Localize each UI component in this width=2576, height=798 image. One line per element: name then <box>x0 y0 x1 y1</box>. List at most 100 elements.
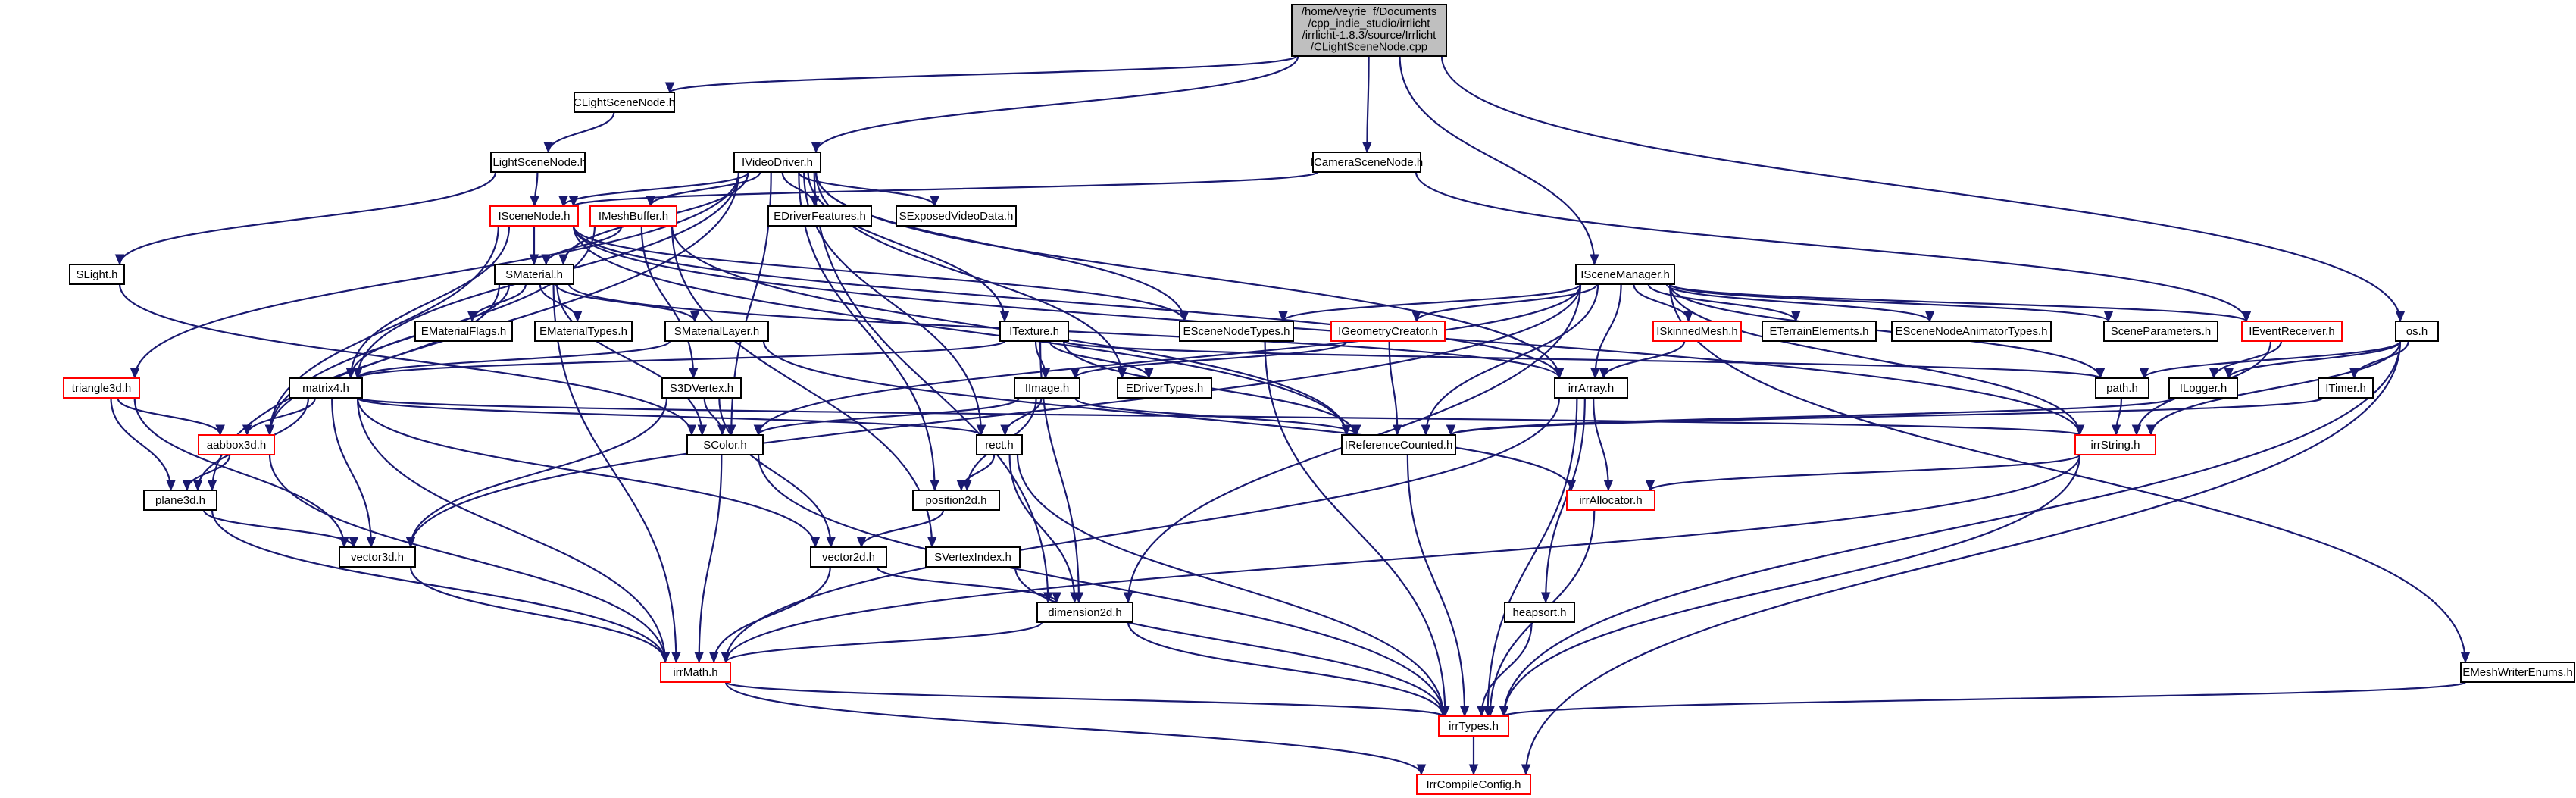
node-sexposedvideodata[interactable]: SExposedVideoData.h <box>896 205 1017 227</box>
edge-iscenenode-to-irrarray <box>572 225 1565 380</box>
node-irrallocator[interactable]: irrAllocator.h <box>1566 490 1655 511</box>
node-label: irrArray.h <box>1568 382 1615 395</box>
edge-line <box>211 509 667 663</box>
node-irrcompileconfig[interactable]: IrrCompileConfig.h <box>1416 774 1531 795</box>
node-s3dvertex[interactable]: S3DVertex.h <box>661 377 742 399</box>
node-clightscenenode[interactable]: CLightSceneNode.h <box>574 92 675 113</box>
node-vector3d[interactable]: vector3d.h <box>339 546 416 568</box>
edge-line <box>1264 340 1446 717</box>
edge-line <box>1502 454 2081 717</box>
node-aabbox3d[interactable]: aabbox3d.h <box>198 434 275 455</box>
node-igeometrycreator[interactable]: IGeometryCreator.h <box>1330 321 1446 342</box>
node-smaterial[interactable]: SMaterial.h <box>494 264 574 285</box>
node-ieventreceiver[interactable]: IEventReceiver.h <box>2241 321 2343 342</box>
edge-itexture-to-edrivertypes <box>1049 340 1154 380</box>
edge-line <box>539 283 579 322</box>
edge-os-to-irrstring <box>2146 340 2402 437</box>
node-imeshbuffer[interactable]: IMeshBuffer.h <box>589 205 677 227</box>
edge-line <box>1415 171 2248 322</box>
node-eterrainelements[interactable]: ETerrainElements.h <box>1762 321 1877 342</box>
node-scolor[interactable]: SColor.h <box>686 434 764 455</box>
edge-line <box>1074 340 1349 379</box>
node-dimension2d[interactable]: dimension2d.h <box>1036 602 1133 623</box>
node-matrix4[interactable]: matrix4.h <box>289 377 363 399</box>
node-plane3d[interactable]: plane3d.h <box>143 490 217 511</box>
edge-ireferencecounted-to-irrtypes <box>1406 454 1470 718</box>
node-irrstring[interactable]: irrString.h <box>2074 434 2156 455</box>
node-box <box>660 662 731 683</box>
edge-line <box>2149 340 2402 436</box>
node-box <box>143 490 217 511</box>
node-box <box>1504 602 1575 623</box>
edge-arrowhead <box>930 480 939 492</box>
node-position2d[interactable]: position2d.h <box>912 490 1000 511</box>
node-os[interactable]: os.h <box>2395 321 2439 342</box>
node-triangle3d[interactable]: triangle3d.h <box>63 377 140 399</box>
node-svertexindex[interactable]: SVertexIndex.h <box>925 546 1021 568</box>
edge-line <box>1480 621 1533 717</box>
node-escenenodeanimatortypes[interactable]: ESceneNodeAnimatorTypes.h <box>1891 321 2052 342</box>
edge-line <box>186 454 231 491</box>
edge-line <box>118 283 693 436</box>
edge-imeshbuffer-to-s3dvertex <box>640 225 699 380</box>
node-smateriallayer[interactable]: SMaterialLayer.h <box>664 321 769 342</box>
edge-arrowhead <box>1123 592 1133 604</box>
node-ireferencecounted[interactable]: IReferenceCounted.h <box>1341 434 1456 455</box>
edge-arrowhead <box>1052 592 1061 604</box>
node-ilightscenenode[interactable]: ILightSceneNode.h <box>489 152 586 173</box>
node-heapsort[interactable]: heapsort.h <box>1504 602 1575 623</box>
node-icamerascenenode[interactable]: ICameraSceneNode.h <box>1311 152 1423 173</box>
node-box <box>912 490 1000 511</box>
node-emeshwriterenums[interactable]: EMeshWriterEnums.h <box>2460 662 2575 683</box>
node-itexture[interactable]: ITexture.h <box>999 321 1069 342</box>
node-label: matrix4.h <box>302 382 349 395</box>
node-label: ESceneNodeTypes.h <box>1183 325 1290 338</box>
node-vector2d[interactable]: vector2d.h <box>810 546 887 568</box>
edge-line <box>572 225 1561 379</box>
edge-arrowhead <box>826 537 836 549</box>
edge-iscenemanager-to-escenenodetypes <box>1278 283 1582 323</box>
edge-iscenemanager-to-sceneparameters <box>1668 283 2114 323</box>
node-edrivertypes[interactable]: EDriverTypes.h <box>1117 377 1212 399</box>
node-ematerialflags[interactable]: EMaterialFlags.h <box>414 321 513 342</box>
edge-root-to-os <box>1440 55 2406 323</box>
edge-triangle3d-to-aabbox3d <box>117 397 225 437</box>
node-ilogger[interactable]: ILogger.h <box>2168 377 2238 399</box>
node-irrmath[interactable]: irrMath.h <box>660 662 731 683</box>
node-box <box>1416 774 1531 795</box>
node-irrtypes[interactable]: irrTypes.h <box>1438 715 1509 737</box>
edge-iscenemanager-to-igeometrycreator <box>1411 283 1598 323</box>
node-path[interactable]: path.h <box>2095 377 2149 399</box>
edge-itexture-to-matrix4 <box>352 340 1006 380</box>
edge-line <box>1594 283 1622 379</box>
node-rect[interactable]: rect.h <box>976 434 1023 455</box>
edge-arrowhead <box>660 652 671 664</box>
edge-path-to-irrstring <box>2111 397 2123 437</box>
node-label: plane3d.h <box>155 494 205 507</box>
edge-arrowhead <box>1554 368 1565 380</box>
edge-scolor-to-irrmath <box>694 454 723 664</box>
edge-line <box>1014 566 1445 717</box>
node-iscenenode[interactable]: ISceneNode.h <box>489 205 579 227</box>
node-iimage[interactable]: IImage.h <box>1014 377 1080 399</box>
edge-line <box>1665 283 1931 322</box>
edge-line <box>1406 454 1466 717</box>
node-irrarray[interactable]: irrArray.h <box>1554 377 1628 399</box>
edge-iscenemanager-to-eterrainelements <box>1647 283 1801 323</box>
node-ematerialtypes[interactable]: EMaterialTypes.h <box>534 321 633 342</box>
root-label-line: /home/veyrie_f/Documents <box>1302 5 1436 18</box>
edge-line <box>640 225 695 379</box>
edge-iimage-to-ireferencecounted <box>1074 397 1361 437</box>
node-box <box>494 264 574 285</box>
node-iskinnedmesh[interactable]: ISkinnedMesh.h <box>1652 321 1742 342</box>
edge-line <box>331 397 372 548</box>
edge-line <box>356 396 983 437</box>
node-iscenemanager[interactable]: ISceneManager.h <box>1575 264 1675 285</box>
node-slight[interactable]: SLight.h <box>69 264 125 285</box>
node-itimer[interactable]: ITimer.h <box>2318 377 2374 399</box>
node-ivideodriver[interactable]: IVideoDriver.h <box>733 152 821 173</box>
node-edriverfeatures[interactable]: EDriverFeatures.h <box>767 205 872 227</box>
node-sceneparameters[interactable]: SceneParameters.h <box>2103 321 2218 342</box>
edge-arrowhead <box>1590 368 1600 380</box>
node-escenenodetypes[interactable]: ESceneNodeTypes.h <box>1179 321 1294 342</box>
